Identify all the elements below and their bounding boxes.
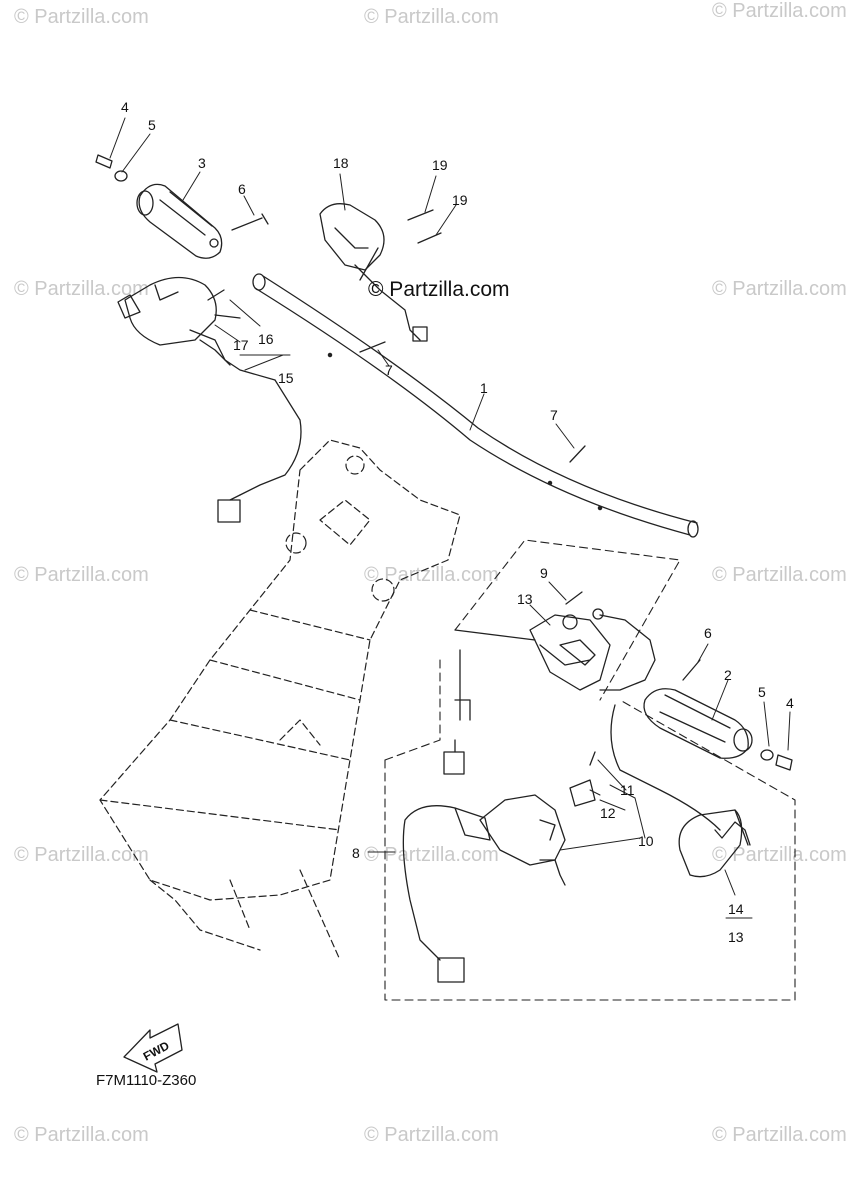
callout-9: 9 — [540, 565, 548, 581]
callout-16: 16 — [258, 331, 274, 347]
right-end-bolt — [775, 754, 793, 771]
callout-6: 6 — [238, 181, 246, 197]
watermark: © Partzilla.com — [364, 1124, 499, 1146]
callout-12: 12 — [600, 805, 616, 821]
callout-14: 14 — [728, 901, 744, 917]
callout-5: 5 — [148, 117, 156, 133]
left-grip — [136, 183, 223, 259]
screw-11 — [589, 751, 596, 766]
bracket — [569, 779, 596, 807]
callout-6: 6 — [704, 625, 712, 641]
callout-19: 19 — [432, 157, 448, 173]
watermark: © Partzilla.com — [14, 844, 149, 866]
cord-strap — [678, 809, 751, 878]
callout-7: 7 — [385, 362, 393, 378]
callout-17: 17 — [233, 337, 249, 353]
callout-10: 10 — [638, 833, 654, 849]
screw-7-right — [569, 445, 586, 463]
callout-18: 18 — [333, 155, 349, 171]
screw-9 — [565, 591, 583, 605]
watermark: © Partzilla.com — [14, 6, 149, 28]
left-grip-screw — [231, 217, 263, 231]
callout-1: 1 — [480, 380, 488, 396]
callout-7: 7 — [550, 407, 558, 423]
callout-4: 4 — [121, 99, 129, 115]
callout-5: 5 — [758, 684, 766, 700]
watermark: © Partzilla.com — [14, 564, 149, 586]
right-throttle-lever — [402, 794, 566, 983]
watermark: © Partzilla.com — [14, 1124, 149, 1146]
right-grip — [610, 688, 753, 831]
left-washer — [114, 170, 128, 182]
watermark: © Partzilla.com — [364, 6, 499, 28]
callout-8: 8 — [352, 845, 360, 861]
upper-switch-housing — [319, 203, 428, 342]
handlebar-tube — [252, 273, 699, 538]
watermark: © Partzilla.com — [364, 564, 499, 586]
callout-13: 13 — [517, 591, 533, 607]
forward-arrow-icon — [123, 1023, 183, 1073]
forward-label: FWD — [141, 1038, 172, 1063]
watermark: © Partzilla.com — [712, 278, 847, 300]
callout-3: 3 — [198, 155, 206, 171]
right-washer — [760, 749, 774, 761]
screw-7-left — [359, 341, 386, 353]
watermark: © Partzilla.com — [712, 0, 847, 22]
callout-13: 13 — [728, 929, 744, 945]
switch-assembly-group-box — [384, 539, 796, 1001]
right-grip-screw — [682, 659, 701, 681]
leader-lines — [109, 117, 791, 919]
left-end-bolt — [95, 154, 113, 169]
watermark: © Partzilla.com — [364, 844, 499, 866]
callout-15: 15 — [278, 370, 294, 386]
left-throttle-housing — [117, 276, 302, 523]
diagram-code: F7M1110-Z360 — [96, 1072, 197, 1089]
callout-2: 2 — [724, 667, 732, 683]
steering-column-phantom — [99, 439, 461, 961]
callout-4: 4 — [786, 695, 794, 711]
screw-19-upper — [407, 209, 434, 221]
watermark: © Partzilla.com — [712, 1124, 847, 1146]
screw-19-lower — [417, 232, 442, 244]
center-watermark: © Partzilla.com — [368, 278, 510, 301]
watermark: © Partzilla.com — [14, 278, 149, 300]
callout-19: 19 — [452, 192, 468, 208]
watermark: © Partzilla.com — [712, 564, 847, 586]
callout-11: 11 — [620, 782, 635, 798]
watermark: © Partzilla.com — [712, 844, 847, 866]
right-switch-unit — [443, 608, 656, 775]
